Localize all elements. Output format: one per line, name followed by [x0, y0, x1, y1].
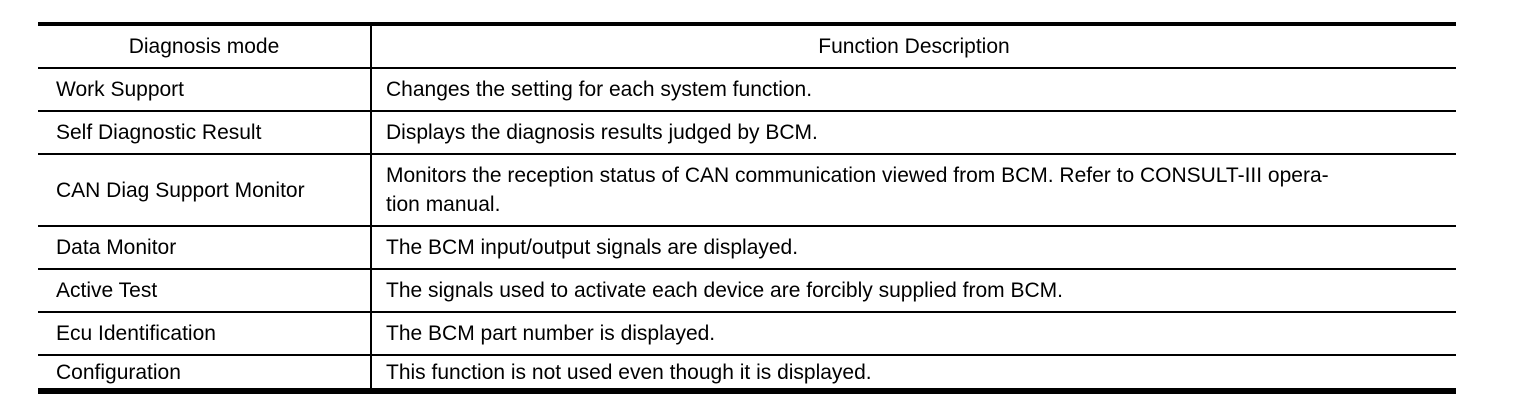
table-row: Ecu Identification The BCM part number i…	[38, 312, 1456, 355]
function-description-cell: Monitors the reception status of CAN com…	[386, 164, 1329, 216]
column-header-function-description: Function Description	[818, 35, 1010, 58]
diagnosis-mode-cell: Data Monitor	[38, 226, 372, 269]
function-description-cell: The BCM input/output signals are display…	[386, 236, 799, 259]
function-description-cell: Displays the diagnosis results judged by…	[386, 121, 818, 144]
diagnosis-mode-cell: Active Test	[38, 269, 372, 312]
diagnosis-mode-cell: Configuration	[38, 355, 372, 391]
diagnosis-mode-cell: Ecu Identification	[38, 312, 372, 355]
table-row: Work Support Changes the setting for eac…	[38, 68, 1456, 111]
diagnosis-mode-cell: Work Support	[38, 68, 372, 111]
table-row: Active Test The signals used to activate…	[38, 269, 1456, 312]
diagnosis-mode-cell: CAN Diag Support Monitor	[38, 154, 372, 226]
table-header-row: Diagnosis mode Function Description	[38, 24, 1456, 68]
function-description-cell: This function is not used even though it…	[386, 360, 872, 384]
scanned-document-page: Diagnosis mode Function Description Work…	[38, 22, 1456, 394]
function-description-cell: The signals used to activate each device…	[386, 279, 1063, 302]
column-header-diagnosis-mode: Diagnosis mode	[38, 24, 372, 68]
table-row: Data Monitor The BCM input/output signal…	[38, 226, 1456, 269]
diagnosis-mode-cell: Self Diagnostic Result	[38, 111, 372, 154]
function-description-cell: Changes the setting for each system func…	[386, 78, 813, 101]
diagnosis-mode-table: Diagnosis mode Function Description Work…	[38, 22, 1456, 394]
function-description-cell: The BCM part number is displayed.	[386, 322, 716, 345]
table-row: Self Diagnostic Result Displays the diag…	[38, 111, 1456, 154]
table-row: CAN Diag Support Monitor Monitors the re…	[38, 154, 1456, 226]
table-row: Configuration This function is not used …	[38, 355, 1456, 391]
